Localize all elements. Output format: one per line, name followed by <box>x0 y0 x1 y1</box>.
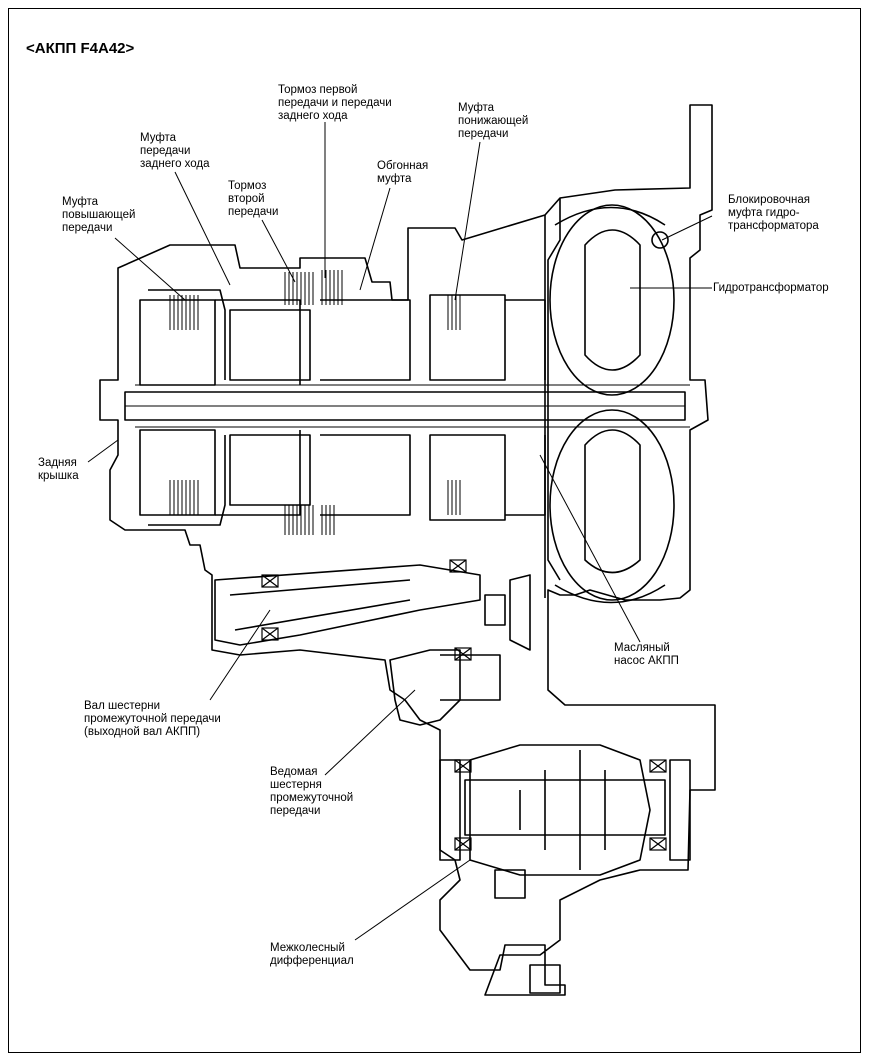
bearing-5 <box>454 759 472 773</box>
underdrive-clutch-plates <box>447 295 461 515</box>
bearing-6 <box>649 759 667 773</box>
transmission-case-outline <box>99 104 716 996</box>
diagram-title: <АКПП F4A42> <box>26 40 135 57</box>
leader-overrunning-clutch <box>359 187 391 291</box>
leader-overdrive-clutch <box>114 237 186 301</box>
leader-rear-cover <box>87 439 119 463</box>
label-oil-pump: Масляный насос АКПП <box>614 642 679 667</box>
leader-transfer-shaft <box>209 609 271 701</box>
bell-housing <box>544 198 561 598</box>
bearing-4 <box>454 647 472 661</box>
overdrive-clutch-plates-lower <box>169 480 199 515</box>
bearing-8 <box>649 837 667 851</box>
leader-transfer-gear <box>324 689 416 776</box>
label-transfer-drive-shaft: Вал шестерни промежуточной передачи (вых… <box>84 700 221 738</box>
second-brake-plates-upper <box>284 272 314 305</box>
overdrive-clutch-plates-upper <box>169 295 199 330</box>
differential-case <box>469 744 651 876</box>
label-lockup-clutch: Блокировочная муфта гидро- трансформатор… <box>728 194 819 232</box>
bearing-1 <box>261 574 279 588</box>
label-overrunning-clutch: Обгонная муфта <box>377 160 429 185</box>
torque-converter-body <box>549 204 675 396</box>
leader-oil-pump <box>539 454 641 643</box>
leader-reverse-clutch <box>174 171 231 286</box>
label-overdrive-clutch: Муфта повышающей передачи <box>62 196 136 234</box>
transfer-driven-gear <box>389 649 461 726</box>
second-brake-plates-lower <box>284 505 335 535</box>
bearing-2 <box>261 627 279 641</box>
label-reverse-clutch: Муфта передачи заднего хода <box>140 132 210 170</box>
label-transfer-driven-gear: Ведомая шестерня промежуточной передачи <box>270 766 354 817</box>
bearing-7 <box>454 837 472 851</box>
leader-underdrive-clutch <box>454 141 481 301</box>
label-differential: Межколесный дифференциал <box>270 942 354 967</box>
first-reverse-brake-plates-upper <box>321 270 343 305</box>
leader-second-brake <box>261 219 296 283</box>
transfer-shaft <box>214 564 481 646</box>
label-rear-cover: Задняя крышка <box>38 457 79 482</box>
leader-lockup-clutch <box>661 215 713 241</box>
leader-differential <box>354 859 471 941</box>
bearing-3 <box>449 559 467 573</box>
label-first-reverse-brake: Тормоз первой передачи и передачи заднег… <box>278 84 392 122</box>
label-underdrive-clutch: Муфта понижающей передачи <box>458 102 529 140</box>
label-second-brake: Тормоз второй передачи <box>228 180 279 218</box>
label-torque-converter: Гидротрансформатор <box>713 282 829 294</box>
